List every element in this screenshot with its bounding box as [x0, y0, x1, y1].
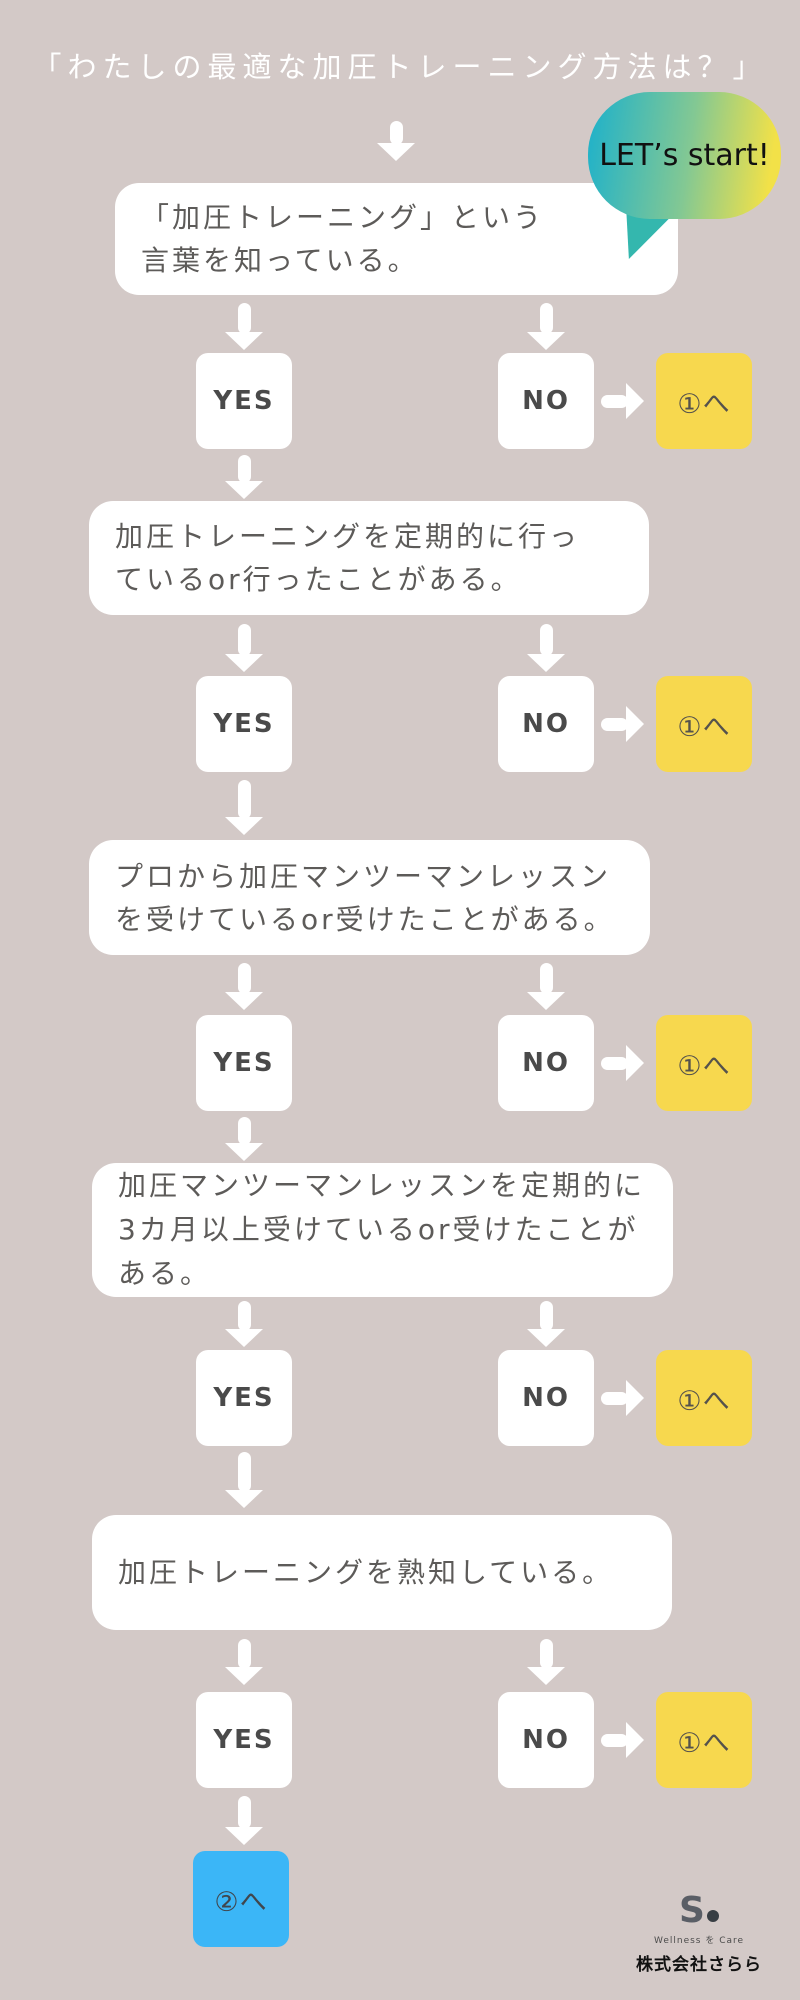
no-label: NO	[522, 709, 570, 739]
yes-label: YES	[213, 1383, 275, 1413]
arrow-right-icon	[601, 383, 644, 419]
no-box-5: NO	[498, 1692, 594, 1788]
yes-label: YES	[213, 1048, 275, 1078]
no-label: NO	[522, 1383, 570, 1413]
question-1-line-2: 言葉を知っている。	[141, 244, 419, 277]
no-box-3: NO	[498, 1015, 594, 1111]
arrow-down-icon	[225, 455, 263, 499]
question-3-line-2: を受けているor受けたことがある。	[115, 902, 615, 936]
no-label: NO	[522, 1725, 570, 1755]
arrow-down-icon	[225, 963, 263, 1010]
company-logo: S Wellness を Care 株式会社さらら	[614, 1890, 784, 1976]
no-box-2: NO	[498, 676, 594, 772]
arrow-down-icon	[225, 1452, 263, 1508]
no-box-1: NO	[498, 353, 594, 449]
yes-box-3: YES	[196, 1015, 292, 1111]
no-label: NO	[522, 1048, 570, 1078]
arrow-down-icon	[527, 1639, 565, 1685]
yes-label: YES	[213, 709, 275, 739]
goto-2-label: ②へ	[214, 1886, 268, 1918]
question-box-5: 加圧トレーニングを熟知している。	[92, 1515, 672, 1630]
arrow-down-icon	[527, 963, 565, 1010]
goto-1-label: ①へ	[677, 1050, 731, 1082]
goto-1-label: ①へ	[677, 1385, 731, 1417]
yes-box-4: YES	[196, 1350, 292, 1446]
yes-label: YES	[213, 386, 275, 416]
goto-4-box: ①へ	[656, 1350, 752, 1446]
lets-start-label: LET’s start!	[599, 138, 770, 173]
goto-final-box: ②へ	[193, 1851, 289, 1947]
question-4-line-3: ある。	[118, 1257, 212, 1290]
question-box-3: プロから加圧マンツーマンレッスン を受けているor受けたことがある。	[89, 840, 650, 955]
yes-box-1: YES	[196, 353, 292, 449]
question-2-line-2: ているor行ったことがある。	[115, 563, 522, 596]
no-box-4: NO	[498, 1350, 594, 1446]
question-1-line-1: 「加圧トレーニング」という	[141, 201, 545, 234]
arrow-down-icon	[377, 121, 415, 161]
arrow-down-icon	[225, 1639, 263, 1685]
question-box-2: 加圧トレーニングを定期的に行っ ているor行ったことがある。	[89, 501, 649, 615]
question-box-4: 加圧マンツーマンレッスンを定期的に 3カ月以上受けているor受けたことが ある。	[92, 1163, 673, 1297]
lets-start-bubble: LET’s start!	[588, 92, 781, 219]
arrow-right-icon	[601, 1045, 644, 1081]
question-4-line-2: 3カ月以上受けているor受けたことが	[118, 1213, 639, 1246]
goto-2-box: ①へ	[656, 676, 752, 772]
logo-company-name: 株式会社さらら	[636, 1955, 762, 1975]
goto-3-box: ①へ	[656, 1015, 752, 1111]
question-3-line-1: プロから加圧マンツーマンレッスン	[115, 859, 612, 893]
no-label: NO	[522, 386, 570, 416]
yes-label: YES	[213, 1725, 275, 1755]
arrow-right-icon	[601, 706, 644, 742]
goto-1-box: ①へ	[656, 353, 752, 449]
logo-dot-icon	[706, 1910, 719, 1922]
arrow-down-icon	[225, 1301, 263, 1347]
arrow-down-icon	[527, 1301, 565, 1347]
arrow-right-icon	[601, 1722, 644, 1758]
goto-1-label: ①へ	[677, 1727, 731, 1759]
yes-box-5: YES	[196, 1692, 292, 1788]
arrow-right-icon	[601, 1380, 644, 1416]
question-4-line-1: 加圧マンツーマンレッスンを定期的に	[118, 1169, 646, 1202]
arrow-down-icon	[225, 1117, 263, 1161]
question-box-1: 「加圧トレーニング」という 言葉を知っている。	[115, 183, 678, 295]
arrow-down-icon	[225, 624, 263, 672]
goto-1-label: ①へ	[677, 388, 731, 420]
arrow-down-icon	[225, 780, 263, 835]
goto-5-box: ①へ	[656, 1692, 752, 1788]
question-5-line-1: 加圧トレーニングを熟知している。	[118, 1556, 614, 1589]
page-title: 「わたしの最適な加圧トレーニング方法は？」	[32, 50, 768, 84]
logo-s-mark: S	[679, 1890, 705, 1931]
logo-tagline: Wellness を Care	[653, 1936, 745, 1946]
arrow-down-icon	[527, 624, 565, 672]
arrow-down-icon	[527, 303, 565, 350]
goto-1-label: ①へ	[677, 711, 731, 743]
question-2-line-1: 加圧トレーニングを定期的に行っ	[115, 520, 581, 553]
arrow-down-icon	[225, 1796, 263, 1845]
arrow-down-icon	[225, 303, 263, 350]
yes-box-2: YES	[196, 676, 292, 772]
